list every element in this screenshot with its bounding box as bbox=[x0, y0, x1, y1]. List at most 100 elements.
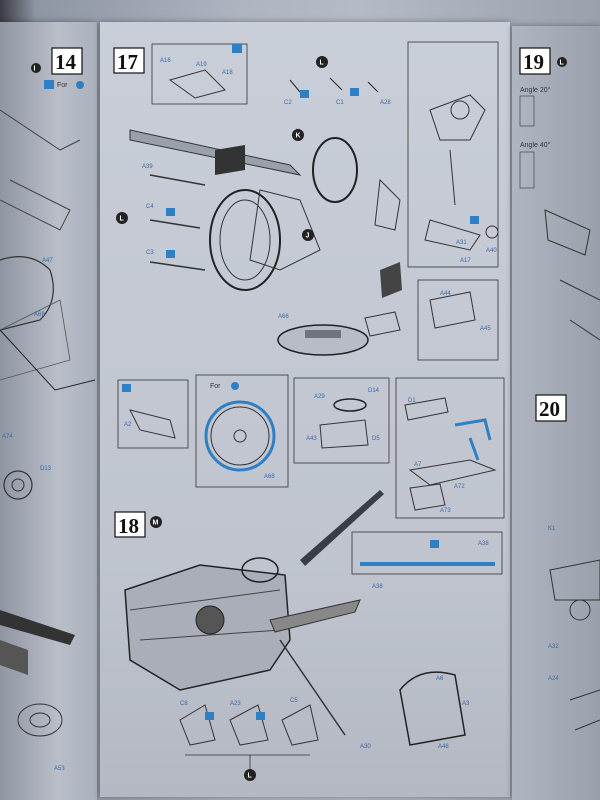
letter-j: J bbox=[306, 233, 310, 240]
part-a45: A45 bbox=[480, 326, 491, 332]
part-k1: K1 bbox=[548, 526, 556, 532]
step-18-box bbox=[114, 511, 146, 538]
inset-a16 bbox=[151, 43, 248, 105]
part-a30: A30 bbox=[360, 744, 371, 750]
letter-m: M bbox=[153, 520, 159, 527]
part-c8: C8 bbox=[180, 701, 188, 707]
step-19-box bbox=[519, 47, 551, 75]
detail-box-d14 bbox=[293, 377, 390, 464]
part-a7: A7 bbox=[414, 462, 422, 468]
step-20-box bbox=[535, 394, 567, 422]
letter-bubble-icon bbox=[31, 63, 41, 73]
letter-i: I bbox=[34, 66, 36, 73]
part-a24: A24 bbox=[548, 676, 559, 682]
part-a74: A74 bbox=[2, 434, 13, 440]
step-14: 14 I For A47 A69 A74 D13 A53 bbox=[0, 47, 96, 772]
option-icon bbox=[44, 80, 54, 89]
letter-bubble-icon bbox=[116, 212, 128, 224]
detail-box-a66 bbox=[195, 374, 289, 488]
part-a29: A29 bbox=[314, 394, 325, 400]
part-d13: D13 bbox=[40, 466, 52, 472]
angle-40: Angle 40° bbox=[520, 141, 551, 149]
part-a40: A40 bbox=[486, 248, 497, 254]
part-c5: C5 bbox=[290, 698, 298, 704]
part-a73: A73 bbox=[440, 508, 451, 514]
inset-a44 bbox=[417, 279, 499, 361]
glue-icon bbox=[300, 90, 309, 98]
step-17-box bbox=[113, 47, 145, 74]
part-c3: C3 bbox=[146, 250, 154, 256]
letter-k-bubble: K bbox=[296, 133, 301, 140]
part-a31: A31 bbox=[456, 240, 467, 246]
option-bubble-icon bbox=[231, 382, 239, 390]
part-a32: A32 bbox=[548, 644, 559, 650]
part-a6: A6 bbox=[436, 676, 444, 682]
step-14-box bbox=[51, 47, 83, 75]
step-18-number: 18 bbox=[118, 514, 139, 538]
letter-bubble-icon bbox=[302, 229, 314, 241]
letter-l-left: L bbox=[120, 216, 125, 223]
part-a38: A38 bbox=[478, 541, 489, 547]
part-a38b: A38 bbox=[372, 584, 383, 590]
part-a43: A43 bbox=[306, 436, 317, 442]
part-a72: A72 bbox=[454, 484, 465, 490]
inset-a38 bbox=[351, 531, 503, 575]
for-note-14: For bbox=[57, 82, 68, 89]
right-steps: 19 L Angle 20° Angle 40° 20 K1 A32 A24 bbox=[519, 47, 600, 731]
part-a28: A28 bbox=[380, 100, 391, 106]
glue-icon bbox=[122, 384, 131, 392]
letter-bubble-icon bbox=[150, 516, 162, 528]
part-d5: D5 bbox=[372, 436, 380, 442]
blue-ring bbox=[204, 400, 276, 472]
part-a19: A19 bbox=[196, 62, 207, 68]
part-a69: A69 bbox=[34, 312, 45, 318]
part-a39: A39 bbox=[142, 164, 153, 170]
part-a3: A3 bbox=[462, 701, 470, 707]
part-a17: A17 bbox=[460, 258, 471, 264]
part-a44: A44 bbox=[440, 291, 451, 297]
part-c1: C1 bbox=[336, 100, 344, 106]
detail-box-a2 bbox=[117, 379, 189, 449]
glue-icon bbox=[166, 208, 175, 216]
part-d1: D1 bbox=[408, 398, 416, 404]
glue-icon bbox=[166, 250, 175, 258]
detail-box-a7 bbox=[395, 377, 505, 519]
step-17: 17 A16 A19 A18 L C2 C1 A28 A17 A40 bbox=[113, 41, 505, 519]
letter-l-top: L bbox=[320, 60, 325, 67]
step-17-number: 17 bbox=[117, 50, 138, 74]
part-a68: A68 bbox=[264, 474, 275, 480]
part-a66: A66 bbox=[278, 314, 289, 320]
step-18: 18 M A38 A38 A30 C8 A23 C5 bbox=[114, 490, 503, 781]
part-a47: A47 bbox=[42, 258, 53, 264]
glue-icon bbox=[430, 540, 439, 548]
letter-bubble-icon bbox=[557, 57, 567, 67]
part-a53: A53 bbox=[54, 766, 65, 772]
letter-l-right: L bbox=[560, 60, 565, 67]
glue-icon bbox=[256, 712, 265, 720]
letter-bubble-icon bbox=[292, 129, 304, 141]
angle-20: Angle 20° bbox=[520, 86, 551, 94]
part-c2: C2 bbox=[284, 100, 292, 106]
part-a48: A48 bbox=[438, 744, 449, 750]
letter-bubble-icon bbox=[244, 769, 256, 781]
part-a23: A23 bbox=[230, 701, 241, 707]
part-a2: A2 bbox=[124, 422, 132, 428]
for-note-17: For bbox=[210, 383, 221, 390]
letter-bubble-icon bbox=[316, 56, 328, 68]
part-d14: D14 bbox=[368, 388, 380, 394]
part-c4: C4 bbox=[146, 204, 154, 210]
inset-right bbox=[407, 41, 499, 268]
part-a18: A18 bbox=[222, 70, 233, 76]
glue-icon bbox=[205, 712, 214, 720]
step-20-number: 20 bbox=[539, 397, 560, 421]
step-14-number: 14 bbox=[55, 50, 77, 74]
step-19-number: 19 bbox=[523, 50, 544, 74]
part-a16: A16 bbox=[160, 58, 171, 64]
glue-icon bbox=[350, 88, 359, 96]
option-bubble-icon bbox=[76, 81, 84, 89]
glue-icon bbox=[470, 216, 479, 224]
letter-l-bottom: L bbox=[248, 773, 253, 780]
glue-icon bbox=[232, 44, 242, 53]
